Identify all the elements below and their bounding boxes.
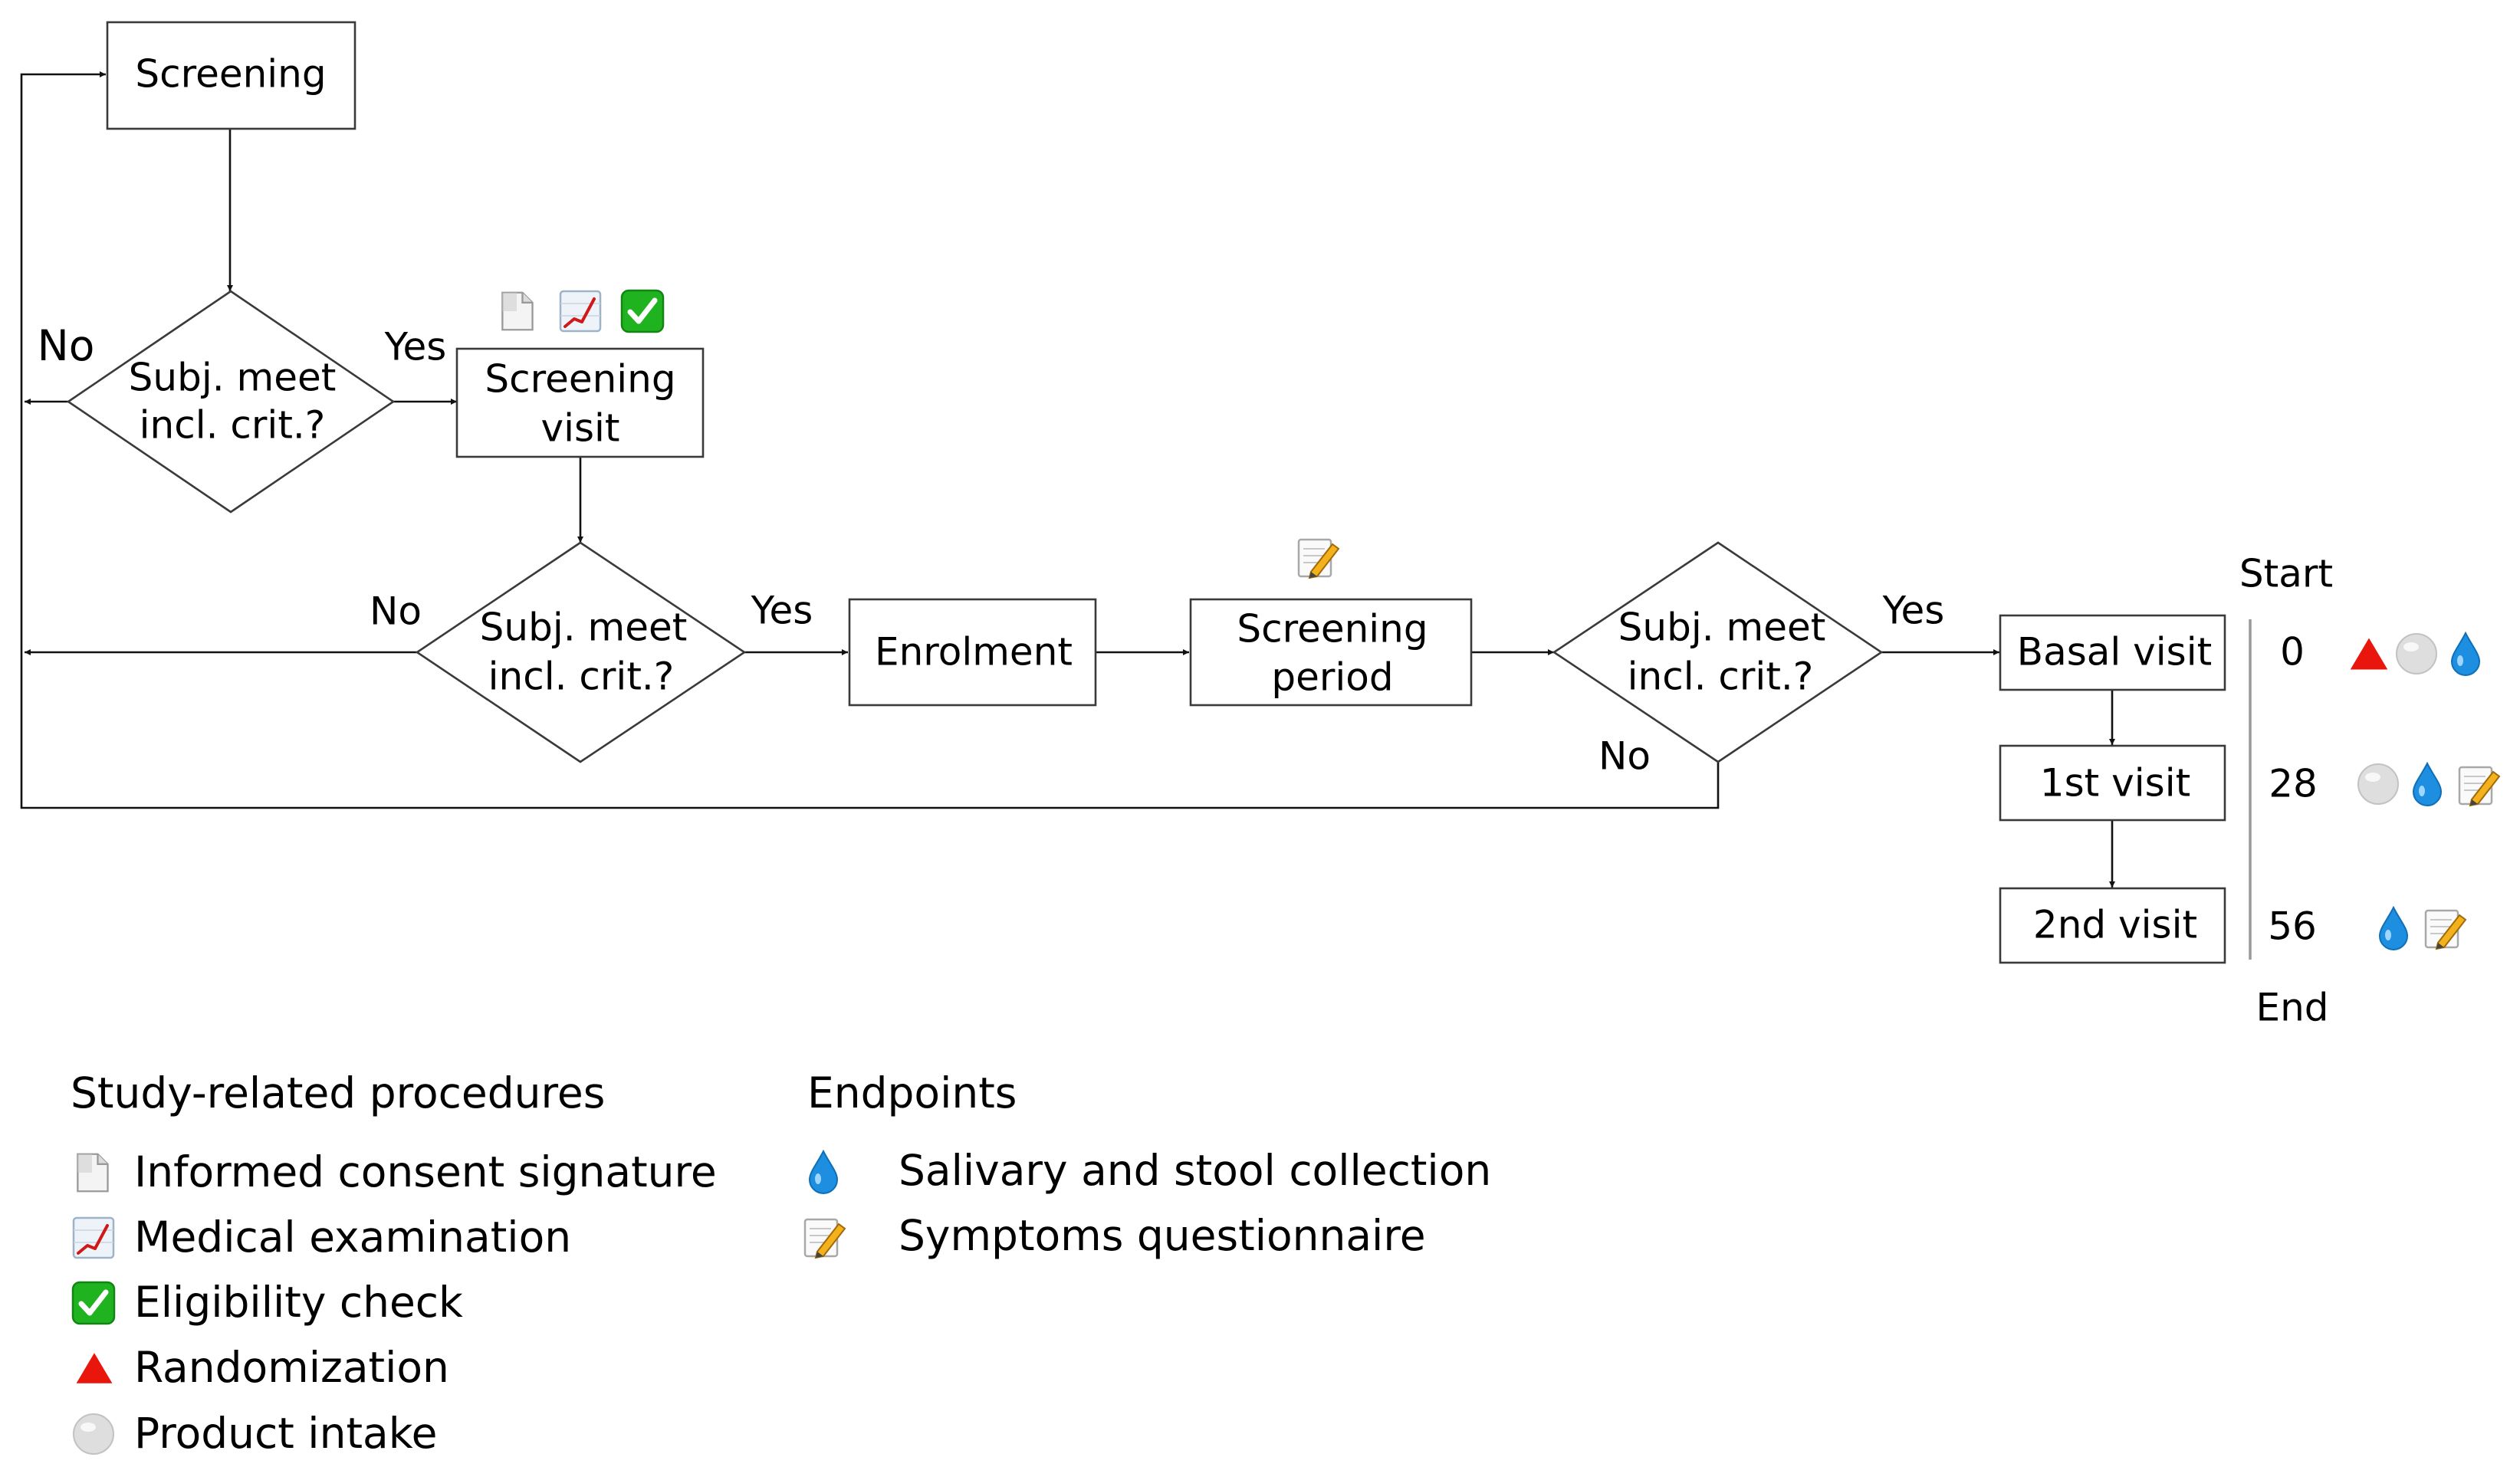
second-visit-label: 2nd visit (2033, 903, 2197, 947)
screening-visit-line1: Screening (485, 357, 675, 402)
decision3-node: Subj. meet incl. crit.? (1552, 541, 1884, 763)
procedures-legend-title: Study-related procedures (71, 1068, 605, 1117)
timeline-day-28: 28 (2269, 762, 2318, 806)
pencil-icon (1297, 538, 1340, 579)
decision3-no-label: No (1598, 734, 1651, 779)
legend-label-symptoms: Symptoms questionnaire (899, 1211, 1426, 1260)
pencil-icon (803, 1218, 846, 1259)
basal-visit-label: Basal visit (2017, 630, 2212, 674)
legend-label-salivary: Salivary and stool collection (899, 1146, 1491, 1195)
drop-icon (2379, 907, 2408, 950)
legend-label-product: Product intake (134, 1409, 437, 1458)
second-visit-node: 2nd visit (1999, 887, 2226, 964)
screening-label: Screening (135, 52, 326, 97)
day28-icons (2357, 763, 2501, 807)
basal-visit-node: Basal visit (1999, 614, 2226, 691)
legend-label-randomization: Randomization (134, 1343, 449, 1392)
screening-node: Screening (106, 21, 356, 130)
endpoints-legend-title: Endpoints (807, 1068, 1017, 1117)
decision2-line1: Subj. meet (480, 606, 688, 650)
enrolment-node: Enrolment (848, 598, 1097, 707)
legend-label-eligibility: Eligibility check (134, 1278, 463, 1327)
screening-visit-icons (501, 290, 663, 333)
checkmark-icon (73, 1282, 114, 1324)
triangle-icon (76, 1353, 113, 1383)
screening-period-line1: Screening (1237, 607, 1428, 651)
chart-icon (72, 1216, 115, 1259)
legend-label-consent: Informed consent signature (134, 1147, 717, 1196)
circle-icon (2396, 633, 2437, 674)
timeline-day-56: 56 (2268, 904, 2317, 949)
circle-icon (73, 1413, 114, 1455)
enrolment-label: Enrolment (875, 630, 1073, 674)
screening-visit-line2: visit (540, 406, 619, 451)
decision1-no-label: No (38, 321, 95, 370)
decision1-node: Subj. meet incl. crit.? (66, 290, 396, 514)
connectors (20, 71, 2115, 888)
decision2-yes-label: Yes (751, 589, 813, 633)
drop-icon (2413, 763, 2442, 806)
first-visit-label: 1st visit (2040, 761, 2190, 806)
decision2-no-label: No (370, 589, 422, 634)
first-visit-node: 1st visit (1999, 744, 2226, 822)
decision3-line2: incl. crit.? (1628, 655, 1814, 699)
decision3-line1: Subj. meet (1618, 606, 1826, 650)
pencil-icon (2424, 909, 2467, 950)
document-icon (501, 291, 534, 331)
timeline-day-0: 0 (2280, 630, 2305, 674)
chart-icon (559, 290, 602, 333)
decision2-node: Subj. meet incl. crit.? (415, 541, 747, 763)
timeline: Start 0 28 56 End (2239, 552, 2333, 1030)
day56-icons (2379, 907, 2467, 950)
drop-icon (809, 1150, 838, 1194)
legend-procedures: Study-related procedures Informed consen… (71, 1068, 717, 1458)
screening-period-line2: period (1271, 655, 1393, 700)
screening-period-node: Screening period (1189, 598, 1473, 707)
loop-back-to-screening (20, 71, 1720, 809)
legend-endpoints: Endpoints Salivary and stool collection … (803, 1068, 1491, 1260)
document-icon (77, 1153, 109, 1193)
decision2-line2: incl. crit.? (488, 655, 675, 699)
legend-label-medical: Medical examination (134, 1213, 571, 1262)
day0-icons (2350, 632, 2480, 676)
timeline-start-label: Start (2239, 552, 2333, 596)
triangle-icon (2350, 638, 2388, 670)
decision1-line1: Subj. meet (129, 356, 337, 400)
circle-icon (2357, 763, 2399, 805)
decision1-line2: incl. crit.? (140, 403, 326, 448)
checkmark-icon (622, 290, 663, 332)
pencil-icon (2458, 766, 2501, 807)
timeline-end-label: End (2256, 986, 2328, 1030)
decision1-yes-label: Yes (384, 325, 447, 369)
decision3-yes-label: Yes (1882, 589, 1945, 633)
screening-visit-node: Screening visit (455, 347, 705, 458)
drop-icon (2451, 632, 2480, 676)
